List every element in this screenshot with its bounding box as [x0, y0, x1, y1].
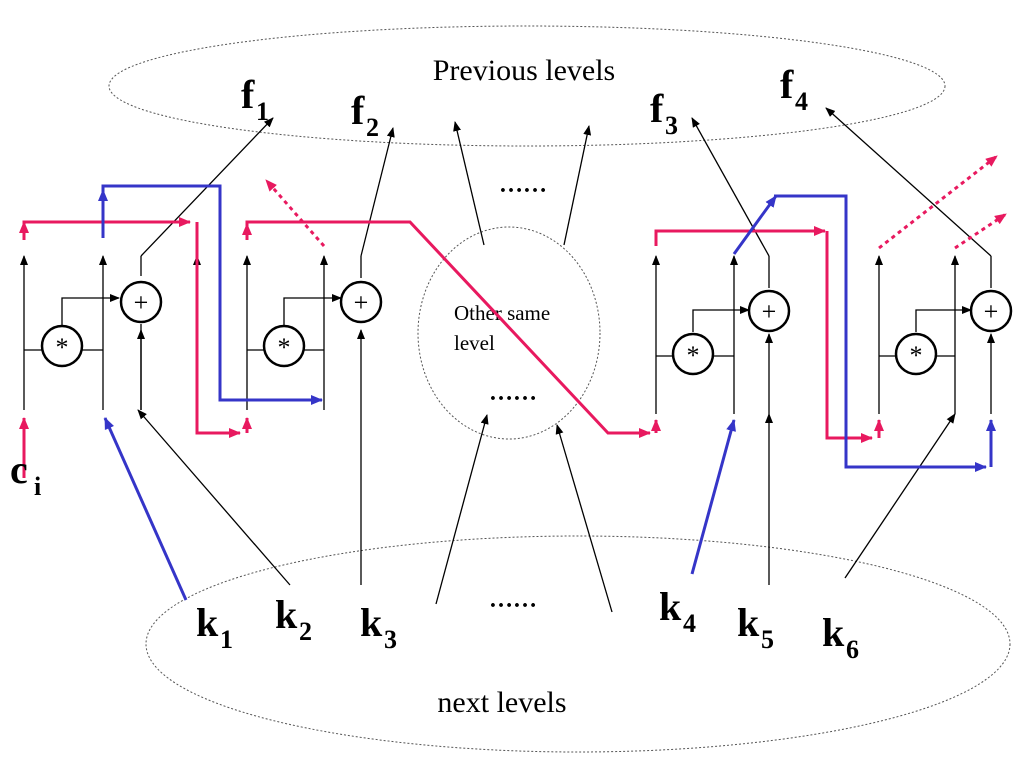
svg-text:5: 5: [761, 625, 774, 654]
add-node-3: +: [747, 289, 791, 333]
svg-text:k: k: [822, 610, 845, 655]
svg-text:k: k: [737, 600, 760, 645]
svg-text:f: f: [351, 88, 365, 133]
svg-text:k: k: [196, 600, 219, 645]
svg-text:3: 3: [384, 625, 397, 654]
svg-text:c: c: [10, 447, 28, 492]
svg-text:+: +: [134, 288, 149, 317]
other-same-level-label-line2: level: [454, 331, 495, 355]
svg-text:1: 1: [256, 97, 269, 126]
label-c-i: c i: [10, 447, 41, 501]
label-k4: k 4: [659, 584, 696, 638]
ellipsis-bottom: ……: [489, 587, 537, 613]
svg-text:2: 2: [299, 617, 312, 646]
multiply-node-1: *: [40, 324, 84, 368]
svg-text:i: i: [34, 472, 41, 501]
ellipsis-middle: ……: [489, 380, 537, 406]
svg-text:*: *: [56, 333, 69, 362]
label-k2: k 2: [275, 592, 312, 646]
svg-text:k: k: [360, 600, 383, 645]
multiply-node-4: *: [894, 332, 938, 376]
svg-text:*: *: [687, 341, 700, 370]
add-node-1: +: [119, 280, 163, 324]
label-k1: k 1: [196, 600, 233, 654]
svg-text:3: 3: [665, 111, 678, 140]
label-k3: k 3: [360, 600, 397, 654]
svg-text:2: 2: [366, 113, 379, 142]
svg-text:f: f: [241, 72, 255, 117]
other-same-level-region: [417, 226, 601, 440]
svg-text:+: +: [762, 297, 777, 326]
svg-text:f: f: [650, 86, 664, 131]
previous-levels-region: [108, 25, 946, 147]
label-k6: k 6: [822, 610, 859, 664]
svg-text:+: +: [984, 297, 999, 326]
next-levels-region: [145, 535, 1011, 753]
svg-text:+: +: [354, 288, 369, 317]
multiply-node-3: *: [671, 332, 715, 376]
svg-text:1: 1: [220, 625, 233, 654]
carry-path: [19, 154, 1007, 478]
next-levels-label: next levels: [437, 686, 566, 719]
label-k5: k 5: [737, 600, 774, 654]
label-f4: f 4: [780, 62, 808, 116]
svg-text:f: f: [780, 62, 794, 107]
label-f1: f 1: [241, 72, 269, 126]
label-f3: f 3: [650, 86, 678, 140]
ellipsis-top: ……: [499, 172, 547, 198]
label-f2: f 2: [351, 88, 379, 142]
previous-levels-label: Previous levels: [433, 54, 615, 87]
add-node-4: +: [969, 289, 1013, 333]
svg-text:k: k: [659, 584, 682, 629]
svg-text:*: *: [910, 341, 923, 370]
key-path: [98, 184, 996, 601]
svg-text:*: *: [278, 333, 291, 362]
add-node-2: +: [339, 280, 383, 324]
svg-text:6: 6: [846, 635, 859, 664]
svg-text:k: k: [275, 592, 298, 637]
svg-text:4: 4: [795, 87, 808, 116]
svg-text:4: 4: [683, 609, 696, 638]
multiply-node-2: *: [262, 324, 306, 368]
